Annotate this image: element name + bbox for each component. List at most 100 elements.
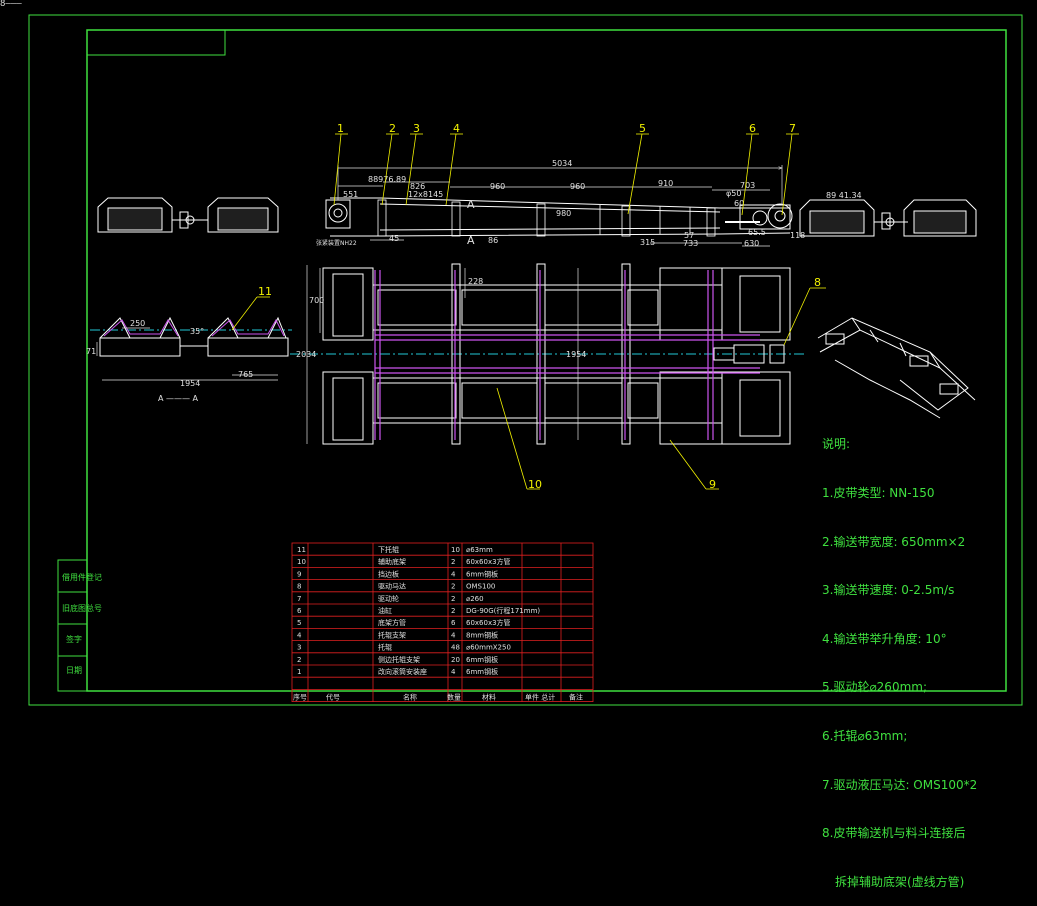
dim-label: 65.5	[748, 228, 766, 237]
side-label: 借用件登记	[62, 572, 102, 582]
dim-label: 765	[238, 370, 253, 379]
dim-label: 60	[734, 199, 744, 208]
dim-label: 88976.89	[368, 175, 406, 184]
notes-heading: 说明:	[822, 437, 851, 452]
elevation-dimensions	[337, 165, 782, 247]
dim-label: 630	[744, 239, 759, 248]
isometric-view	[817, 317, 976, 419]
roller-set-left	[97, 197, 279, 233]
callout-4: 4	[453, 122, 460, 135]
bom-cell-spec: 60x60x3方管	[466, 557, 511, 566]
bom-cell-no: 9	[297, 570, 301, 578]
bom-cell-spec: ⌀63mm	[466, 546, 493, 554]
plan-view	[290, 263, 806, 445]
bom-cell-spec: 6mm钢板	[466, 569, 498, 578]
side-label: 日期	[66, 666, 82, 675]
dim-label: 250	[130, 319, 145, 328]
plan-dimensions	[102, 265, 579, 444]
section-mark: A	[467, 234, 475, 247]
dim-label: 980	[556, 209, 571, 218]
note-item: 6.托辊⌀63mm;	[822, 728, 908, 743]
sheet-frame	[28, 14, 1023, 706]
callout-8: 8	[814, 276, 821, 289]
bom-cell-spec: 60x60x3方管	[466, 618, 511, 627]
bom-cell-name: 油缸	[378, 606, 392, 615]
dim-label: 71	[86, 347, 96, 356]
bom-cell-name: 驱动马达	[378, 582, 406, 591]
design-notes: 说明: 1.皮带类型: NN-150 2.输送带宽度: 650mm×2 3.输送…	[822, 404, 977, 906]
note-item: 4.输送带举升角度: 10°	[822, 631, 947, 646]
dim-label: 45	[389, 234, 399, 243]
bom-header-cell: 单件 总计	[525, 692, 555, 701]
bom-cell-spec: DG-90G(行程171mm)	[466, 606, 540, 615]
dim-label: 1954	[566, 350, 586, 359]
bom-cell-spec: 8mm钢板	[466, 630, 498, 639]
dim-label: φ50	[726, 189, 741, 198]
callout-2: 2	[389, 122, 396, 135]
bom-cell-no: 3	[297, 644, 301, 652]
cad-drawing: 借用件登记 旧底图总号 签字 日期	[28, 14, 1023, 706]
dim-label: 2034	[296, 350, 316, 359]
dim-label: 910	[658, 179, 673, 188]
note-item: 5.驱动轮⌀260mm;	[822, 680, 928, 695]
section-title: A ——— A	[158, 394, 199, 403]
section-mark: A	[467, 198, 475, 211]
section-a-a	[90, 316, 292, 357]
note-item: 1.皮带类型: NN-150	[822, 486, 935, 500]
dim-label: 960	[490, 182, 505, 191]
roller-set-right	[799, 199, 977, 237]
callout-6: 6	[749, 122, 756, 135]
bom-cell-no: 7	[297, 595, 301, 603]
bom-cell-no: 1	[297, 668, 301, 676]
bom-cell-qty: 10	[451, 546, 460, 554]
bom-cell-spec: ⌀260	[466, 595, 484, 603]
dim-label: 315	[640, 238, 655, 247]
dim-label: 12x8145	[408, 190, 443, 199]
callout-1: 1	[337, 122, 344, 135]
note-item: 3.输送带速度: 0-2.5m/s	[822, 583, 955, 598]
dim-label: 826	[410, 182, 425, 191]
dim-label: 118	[790, 231, 805, 240]
bom-cell-qty: 2	[451, 583, 455, 591]
callout-10: 10	[528, 478, 542, 491]
bom-cell-spec: 6mm钢板	[466, 655, 498, 664]
callout-numbers: 1 2 3 4 5 6 7 8 9 10 11	[258, 122, 821, 491]
bom-cell-qty: 48	[451, 644, 460, 652]
bom-cell-qty: 4	[451, 631, 456, 639]
elevation-dim-text: 5034 551 88976.89 826 12x8145 960 960 91…	[316, 159, 862, 248]
note-item: 8.皮带输送机与料斗连接后	[822, 826, 966, 841]
bom-cell-qty: 2	[451, 558, 455, 566]
bom-header-cell: 备注	[569, 692, 583, 701]
bom-header-cell: 数量	[447, 692, 461, 701]
bom-cell-qty: 2	[451, 595, 455, 603]
dim-label: 960	[570, 182, 585, 191]
dim-label: 551	[343, 190, 358, 199]
bom-cell-name: 驱动轮	[378, 594, 399, 603]
bom-cell-qty: 20	[451, 656, 460, 664]
bom-cell-qty: 4	[451, 570, 456, 578]
command-line: 8———	[0, 0, 22, 9]
bom-cell-name: 侧边托辊支架	[378, 655, 420, 664]
section-dimensions	[96, 327, 278, 376]
bom-cell-no: 5	[297, 619, 301, 627]
side-labels: 借用件登记 旧底图总号 签字 日期	[62, 572, 102, 675]
dim-label: 57	[684, 231, 694, 240]
dim-label: 733	[683, 239, 698, 248]
dim-label: 89 41.34	[826, 191, 862, 200]
callout-leaders	[231, 133, 826, 490]
plan-dim-text: 700 2034 228 1954	[296, 277, 586, 359]
bom-cell-no: 6	[297, 607, 302, 615]
dim-label: 703	[740, 181, 755, 190]
bom-cell-name: 托辊	[378, 643, 392, 652]
note-item: 2.输送带宽度: 650mm×2	[822, 534, 966, 549]
dim-label: 228	[468, 277, 483, 286]
callout-3: 3	[413, 122, 420, 135]
dim-label: 86	[488, 236, 498, 245]
bom-header-cell: 序号	[293, 692, 307, 701]
bom-cell-no: 2	[297, 656, 301, 664]
dim-label: 5034	[552, 159, 572, 168]
bom-cell-name: 下托辊	[378, 545, 399, 554]
bom-cell-no: 4	[297, 631, 302, 639]
bom-cell-qty: 4	[451, 668, 456, 676]
